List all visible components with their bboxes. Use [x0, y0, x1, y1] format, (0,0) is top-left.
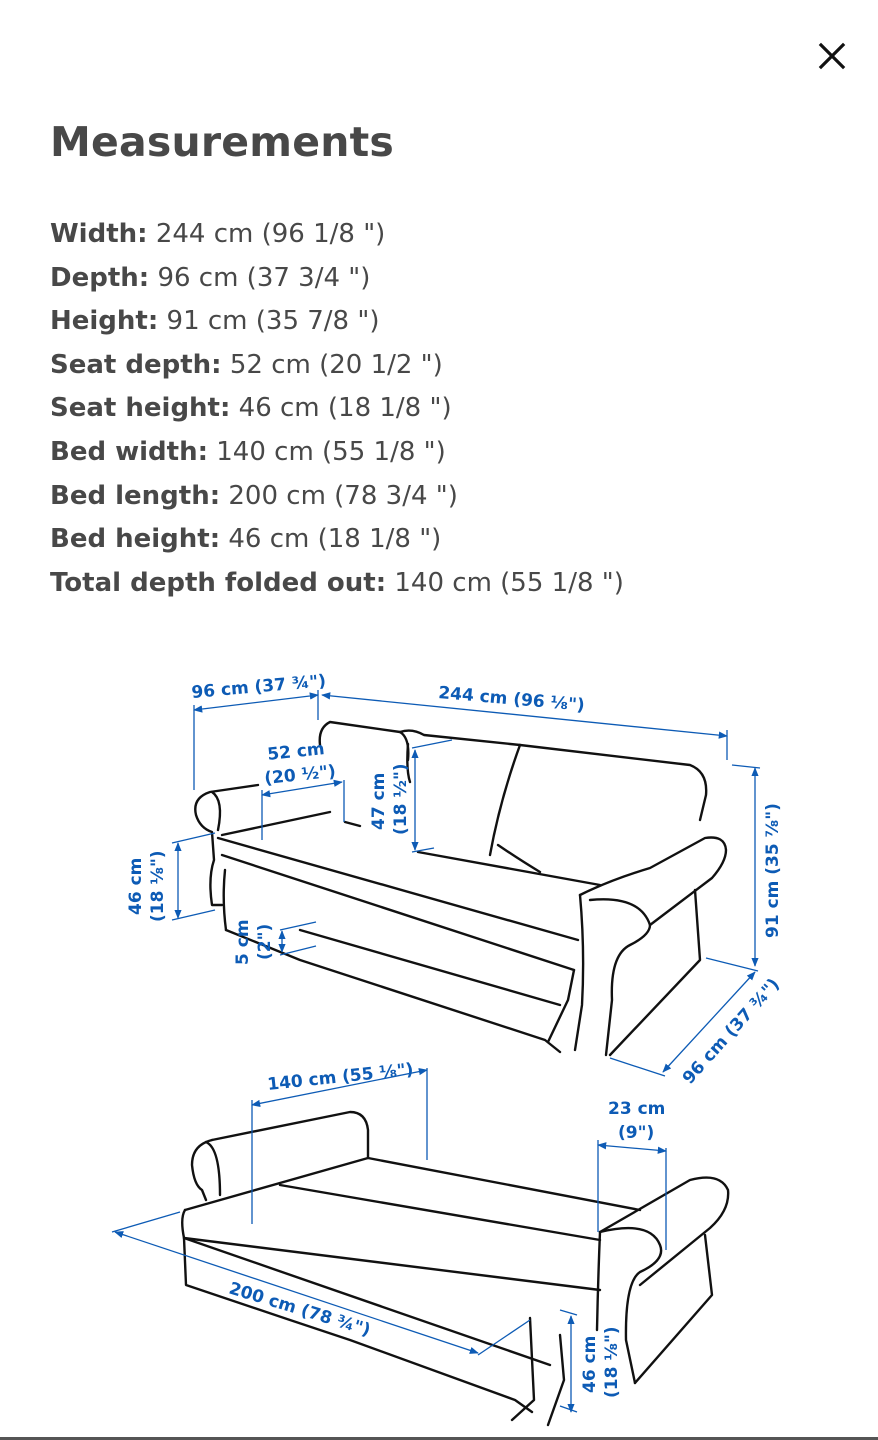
spec-label: Bed width:: [50, 436, 208, 467]
spec-label: Bed length:: [50, 480, 221, 511]
spec-height: Height: 91 cm (35 7/8 "): [50, 300, 624, 344]
bottom-edge: [0, 1437, 878, 1440]
label-bed-height-in: (18 ⅛"): [602, 1326, 622, 1398]
spec-value: 140 cm (55 1/8 "): [216, 436, 446, 467]
label-depth-side: 96 cm (37 ¾"): [679, 975, 784, 1089]
spec-seat-depth: Seat depth: 52 cm (20 1/2 "): [50, 344, 624, 388]
close-button[interactable]: [812, 36, 852, 76]
spec-total-depth-folded: Total depth folded out: 140 cm (55 1/8 "…: [50, 562, 624, 606]
label-height-total: 91 cm (35 ⅞"): [763, 803, 783, 938]
sofa-drawing: [194, 720, 728, 1057]
sofa-bed-drawing: [181, 1110, 730, 1427]
label-clearance-in: (2"): [255, 924, 275, 960]
measurements-list: Width: 244 cm (96 1/8 ") Depth: 96 cm (3…: [50, 213, 624, 605]
spec-depth: Depth: 96 cm (37 3/4 "): [50, 257, 624, 301]
label-back-height-in: (18 ½"): [391, 763, 411, 835]
sofa-dimension-lines: [171, 690, 761, 1077]
spec-value: 140 cm (55 1/8 "): [394, 567, 624, 598]
close-icon: [818, 42, 846, 70]
spec-width: Width: 244 cm (96 1/8 "): [50, 213, 624, 257]
spec-value: 244 cm (96 1/8 "): [155, 219, 386, 249]
spec-label: Height:: [50, 306, 159, 337]
label-seat-height-in: (18 ⅛"): [148, 850, 168, 922]
spec-label: Seat height:: [50, 393, 231, 424]
spec-label: Width:: [50, 219, 148, 249]
spec-value: 46 cm (18 1/8 "): [238, 393, 452, 424]
label-clearance-cm: 5 cm: [233, 919, 253, 965]
label-seat-height-cm: 46 cm: [126, 858, 146, 915]
label-width: 244 cm (96 ⅛"): [438, 683, 586, 716]
label-bed-height-cm: 46 cm: [580, 1336, 600, 1393]
label-bed-length: 200 cm (78 ¾"): [227, 1279, 373, 1341]
spec-label: Bed height:: [50, 524, 221, 555]
label-seat-depth-cm: 52 cm: [266, 739, 325, 765]
spec-label: Depth:: [50, 262, 150, 293]
spec-value: 91 cm (35 7/8 "): [166, 306, 380, 337]
spec-bed-length: Bed length: 200 cm (78 3/4 "): [50, 475, 624, 519]
spec-value: 96 cm (37 3/4 "): [157, 262, 371, 293]
spec-label: Total depth folded out:: [50, 567, 387, 598]
spec-value: 200 cm (78 3/4 "): [228, 480, 458, 511]
sofa-dimension-diagram: 96 cm (37 ¾") 244 cm (96 ⅛") 52 cm (20 ½…: [111, 671, 784, 1427]
label-depth-top: 96 cm (37 ¾"): [191, 671, 327, 703]
page-title: Measurements: [50, 118, 395, 166]
spec-value: 52 cm (20 1/2 "): [229, 349, 443, 380]
spec-bed-width: Bed width: 140 cm (55 1/8 "): [50, 431, 624, 475]
spec-bed-height: Bed height: 46 cm (18 1/8 "): [50, 518, 624, 562]
label-arm-width-in: (9"): [618, 1123, 654, 1143]
label-bed-width: 140 cm (55 ⅛"): [266, 1060, 414, 1095]
spec-label: Seat depth:: [50, 349, 222, 380]
spec-value: 46 cm (18 1/8 "): [228, 524, 442, 555]
label-arm-width-cm: 23 cm: [608, 1099, 665, 1119]
bed-dimension-lines: [111, 1068, 667, 1413]
spec-seat-height: Seat height: 46 cm (18 1/8 "): [50, 387, 624, 431]
label-back-height-cm: 47 cm: [369, 773, 389, 830]
